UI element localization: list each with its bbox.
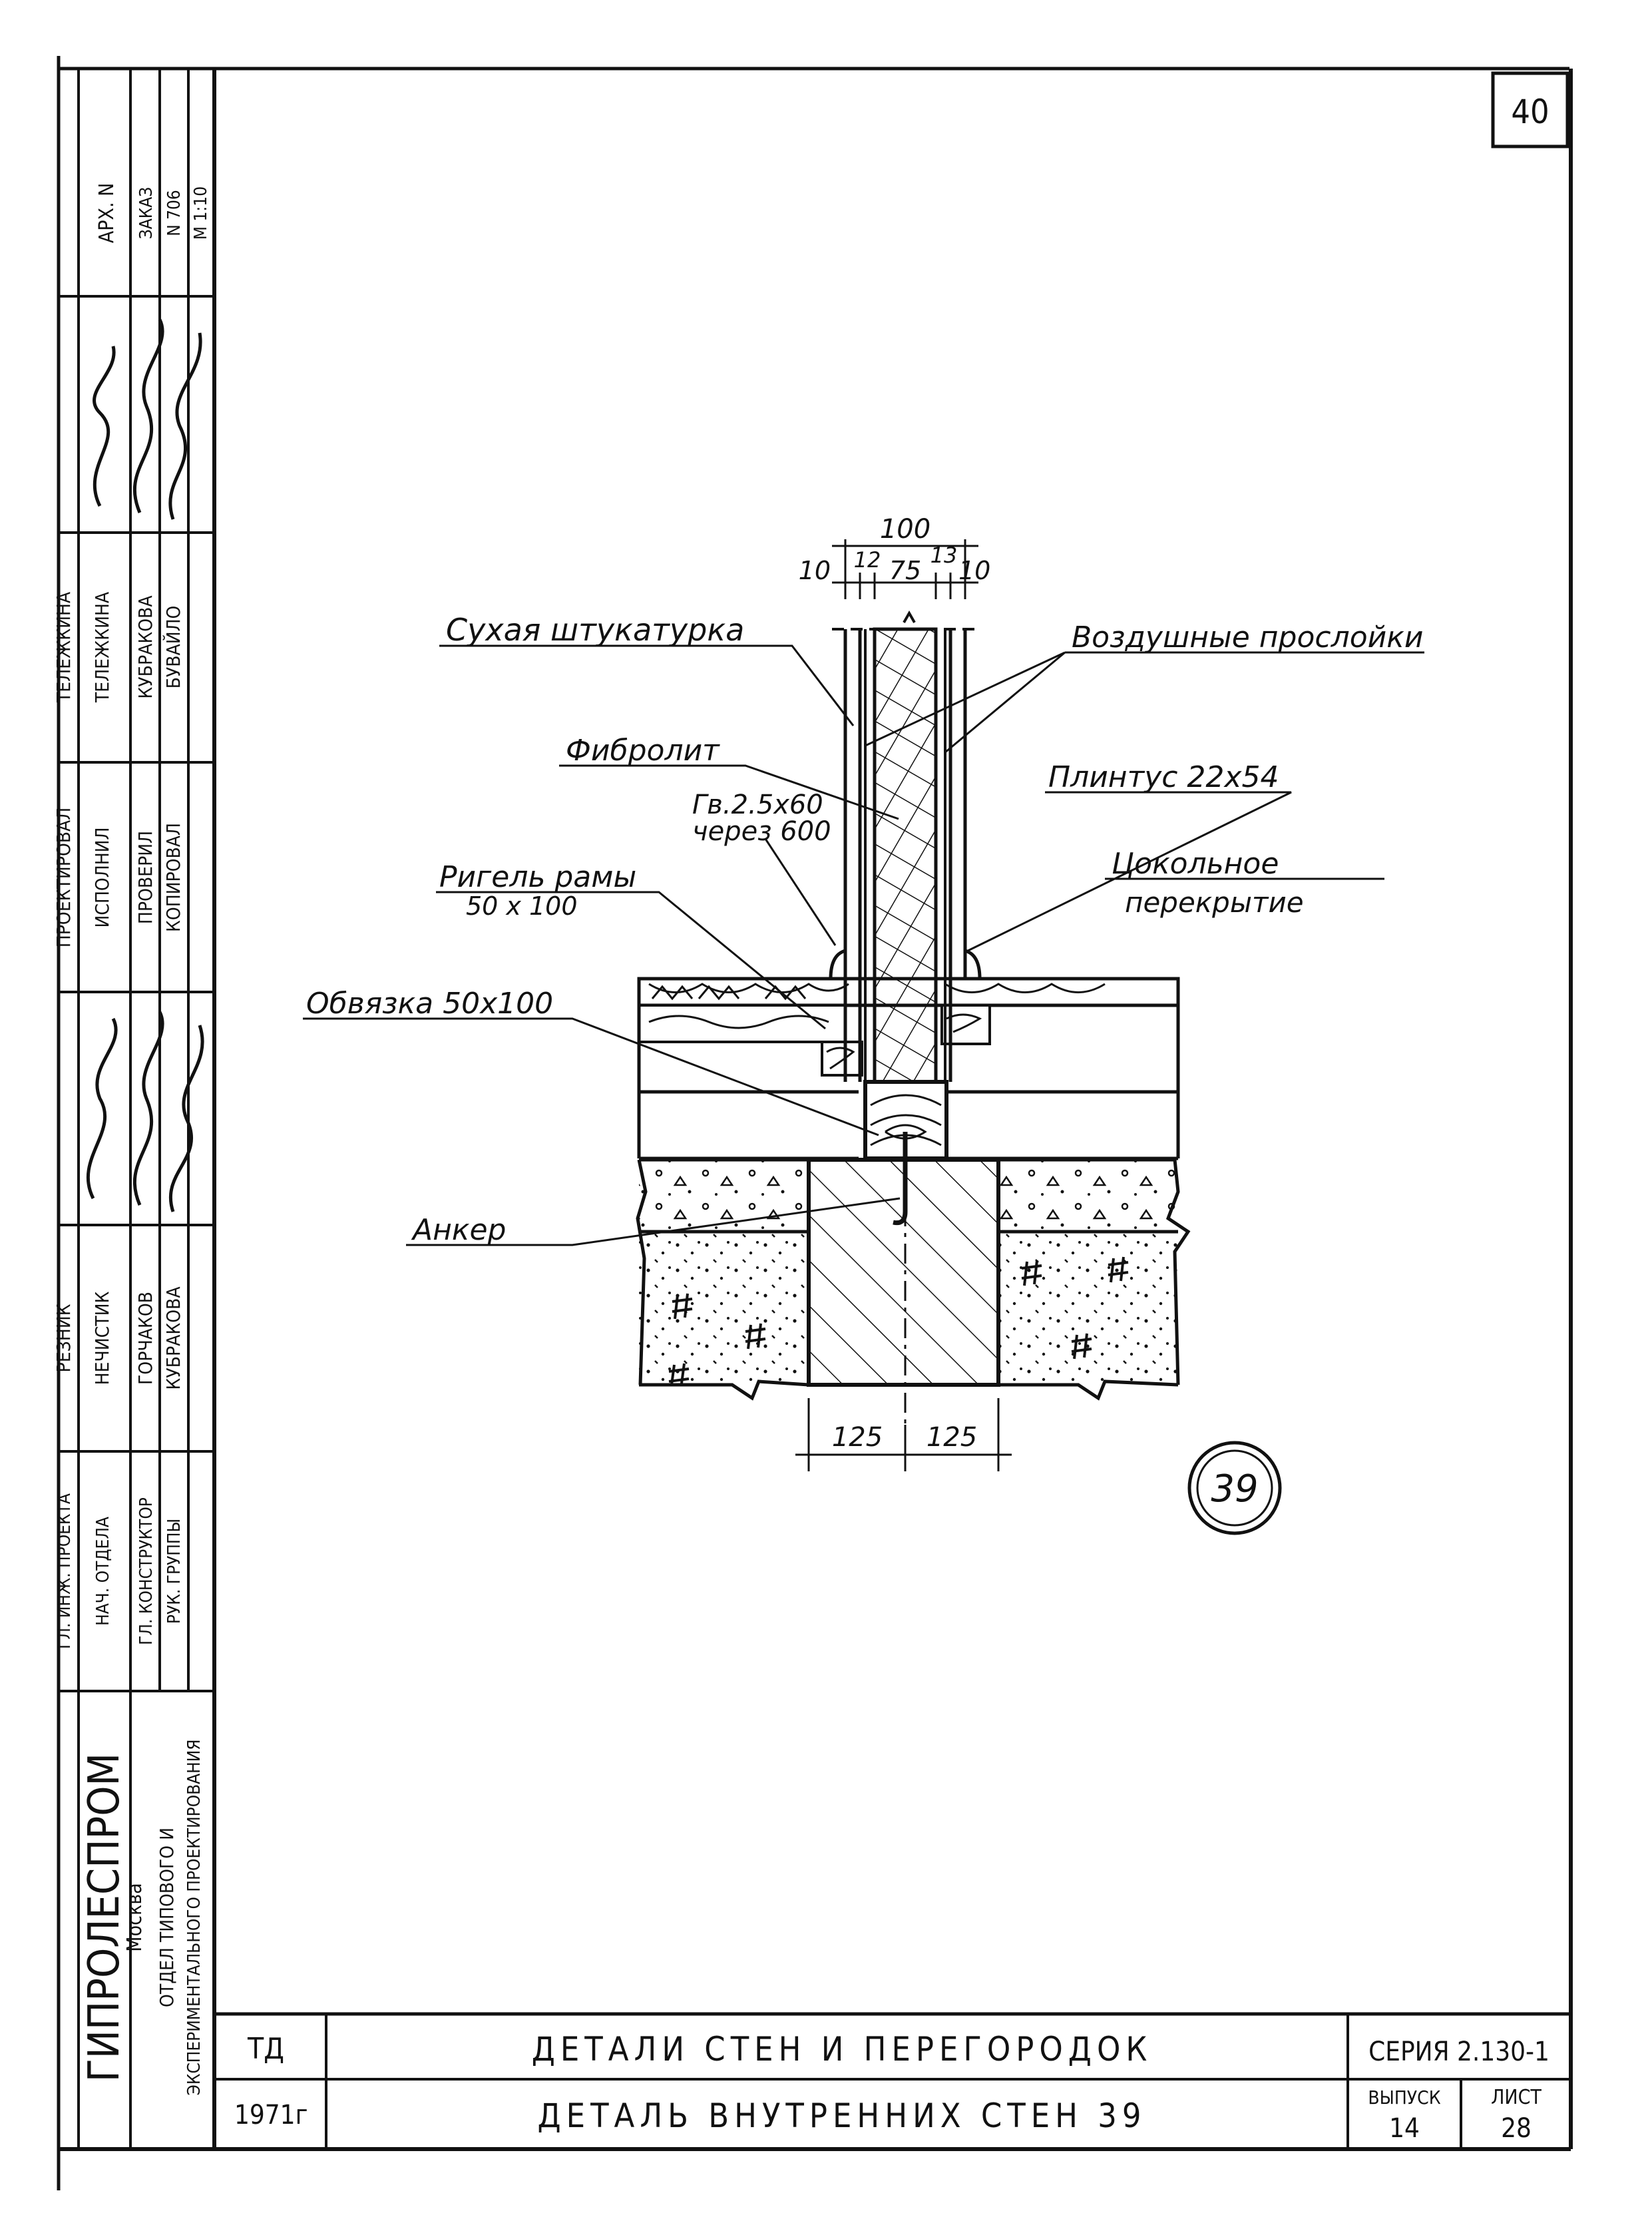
- dim-foundation-right: 125: [927, 1422, 977, 1453]
- issue-label: ВЫПУСК: [1368, 2087, 1440, 2108]
- detail-drawing: 100 10 12 75 13 10 125 125: [303, 514, 1424, 1535]
- stamp-position-3: ГЛ. КОНСТРУКТОР: [136, 1497, 156, 1645]
- sheet-frame: [57, 56, 1573, 2190]
- sheet-value: 28: [1501, 2113, 1532, 2144]
- label-strapping: Обвязка 50х100: [306, 987, 553, 1021]
- signatures-bottom: [86, 1011, 204, 1212]
- plinths: [829, 948, 982, 981]
- stamp-order: ЗАКАЗ: [136, 187, 156, 240]
- stamp-name-3: ГОРЧАКОВ: [134, 1292, 156, 1385]
- title-main: ДЕТАЛИ СТЕН И ПЕРЕГОРОДОК: [532, 2030, 1153, 2069]
- dimension-top: 100 10 12 75 13 10: [799, 514, 990, 599]
- stamp-arch-no: АРХ. N: [95, 183, 118, 244]
- stamp-position-2: НАЧ. ОТДЕЛА: [93, 1517, 113, 1626]
- dim-layer-4: 13: [930, 543, 958, 568]
- label-floor-2: перекрытие: [1125, 886, 1304, 919]
- title-code: ТД: [247, 2032, 284, 2066]
- foundation-soil: [636, 1158, 1191, 1401]
- org-dept-line2: ЭКСПЕРИМЕНТАЛЬНОГО ПРОЕКТИРОВАНИЯ: [184, 1739, 204, 2095]
- title-series: СЕРИЯ 2.130-1: [1368, 2037, 1549, 2067]
- org-name: ГИПРОЛЕСПРОМ: [80, 1753, 129, 2082]
- stamp-scale: М 1:10: [191, 186, 211, 240]
- title-year: 1971г: [234, 2100, 308, 2130]
- dimension-bottom: 125 125: [795, 1398, 1012, 1471]
- issue-value: 14: [1389, 2113, 1420, 2144]
- stamp-name-1: РЕЗНИК: [53, 1304, 75, 1372]
- label-air-gaps: Воздушные прослойки: [1072, 620, 1423, 654]
- label-nail-1: Гв.2.5х60: [692, 790, 823, 820]
- stamp-order-no: N 706: [164, 190, 184, 236]
- label-plinth: Плинтус 22х54: [1048, 760, 1279, 794]
- signatures-top: [93, 318, 202, 520]
- vertical-stamp: АРХ. N ЗАКАЗ N 706 М 1:10 ПРОЕКТИРОВАЛ И…: [53, 69, 214, 2149]
- label-frame-beam-1: Ригель рамы: [439, 860, 636, 894]
- org-city: Москва: [123, 1883, 146, 1951]
- label-dry-plaster: Сухая штукатурка: [446, 612, 744, 648]
- stamp-position-4: РУК. ГРУППЫ: [164, 1519, 184, 1624]
- title-block: ТД 1971г ДЕТАЛИ СТЕН И ПЕРЕГОРОДОК ДЕТАЛ…: [214, 2012, 1571, 2149]
- label-frame-beam-2: 50 х 100: [466, 891, 578, 921]
- dim-layer-1: 10: [799, 556, 831, 585]
- label-fibrolite: Фибролит: [566, 734, 720, 768]
- sheet-number: 40: [1511, 93, 1549, 131]
- stamp-role-1: ПРОЕКТИРОВАЛ: [53, 808, 75, 947]
- stamp-name-2: НЕЧИСТИК: [91, 1292, 113, 1385]
- label-nail-2: через 600: [692, 816, 831, 847]
- stamp-position-1: ГЛ. ИНЖ. ПРОЕКТА: [55, 1493, 75, 1649]
- detail-marker: 39: [1187, 1441, 1282, 1535]
- label-anchor: Анкер: [411, 1213, 506, 1247]
- title-sub: ДЕТАЛЬ ВНУТРЕННИХ СТЕН 39: [538, 2096, 1147, 2135]
- stamp-name-4: КУБРАКОВА: [162, 1286, 184, 1390]
- leaders: [303, 644, 1424, 1246]
- dim-foundation-left: 125: [832, 1422, 883, 1453]
- org-dept-line1: ОТДЕЛ ТИПОВОГО И: [156, 1828, 178, 2007]
- stamp-role-3: ПРОВЕРИЛ: [134, 831, 156, 924]
- stamp-role-4: КОПИРОВАЛ: [162, 823, 184, 932]
- stamp-role-name-3: КУБРАКОВА: [134, 595, 156, 699]
- stamp-role-name-1: ТЕЛЕЖКИНА: [53, 591, 75, 703]
- dim-layer-2: 12: [854, 547, 881, 573]
- dim-layer-5: 10: [958, 556, 990, 585]
- sheet-number-box: 40: [1491, 71, 1569, 148]
- label-floor-1: Цокольное: [1112, 847, 1279, 881]
- sheet-label: ЛИСТ: [1491, 2086, 1542, 2109]
- stamp-role-name-4: БУВАЙЛО: [162, 606, 184, 689]
- detail-number: 39: [1211, 1467, 1258, 1511]
- stamp-role-name-2: ТЕЛЕЖКИНА: [91, 591, 113, 703]
- wall-section: [832, 610, 978, 1084]
- dim-total: 100: [880, 514, 930, 545]
- dim-layer-3: 75: [889, 556, 921, 585]
- stamp-role-2: ИСПОЛНИЛ: [91, 828, 113, 928]
